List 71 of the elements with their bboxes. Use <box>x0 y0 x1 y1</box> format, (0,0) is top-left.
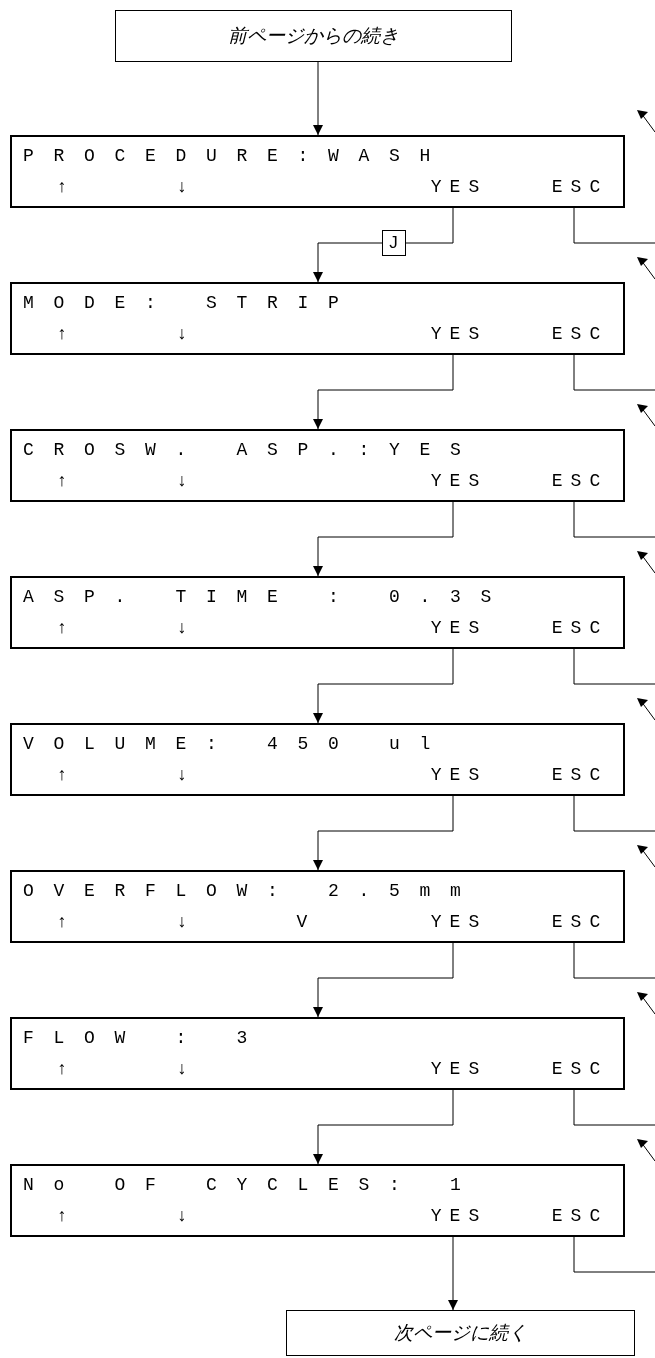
key-label: ↑ <box>56 1058 68 1081</box>
key-label: ↑ <box>56 1205 68 1228</box>
key-label: YES <box>430 1205 488 1228</box>
key-label: ESC <box>551 1058 609 1081</box>
lcd-display <box>10 135 625 208</box>
lcd-display <box>10 576 625 649</box>
key-label: ESC <box>551 617 609 640</box>
key-label: ESC <box>551 764 609 787</box>
key-label: ESC <box>551 323 609 346</box>
lcd-display <box>10 1164 625 1237</box>
key-label: ESC <box>551 911 609 934</box>
key-label: YES <box>430 617 488 640</box>
key-label: ↑ <box>56 911 68 934</box>
key-label: YES <box>430 470 488 493</box>
key-label: V <box>296 911 308 934</box>
connector-line <box>573 207 655 244</box>
arrow <box>313 354 454 430</box>
lcd-display <box>10 870 625 943</box>
display-text: FLOW : 3 <box>23 1027 267 1050</box>
continuation-box <box>286 1310 635 1356</box>
key-label: YES <box>430 911 488 934</box>
display-text: OVERFLOW: 2.5mm <box>23 880 481 903</box>
continuation-box <box>115 10 512 62</box>
key-label: ↑ <box>56 470 68 493</box>
lcd-display <box>10 723 625 796</box>
connector-line <box>573 354 655 391</box>
key-label: ↓ <box>176 617 188 640</box>
arrow <box>313 207 454 283</box>
key-label: YES <box>430 1058 488 1081</box>
key-label: ↑ <box>56 617 68 640</box>
key-label: ↑ <box>56 323 68 346</box>
arrow <box>313 648 454 724</box>
connector-line <box>573 648 655 685</box>
key-label: ↓ <box>176 911 188 934</box>
display-text: PROCEDURE:WASH <box>23 145 451 168</box>
connector-line <box>573 942 655 979</box>
key-label: ↓ <box>176 1205 188 1228</box>
continuation-text: 次ページに続く <box>394 1320 527 1345</box>
key-label: ↓ <box>176 176 188 199</box>
arrow <box>448 1236 458 1311</box>
lcd-display <box>10 282 625 355</box>
key-label: ESC <box>551 176 609 199</box>
connector-line <box>573 1089 655 1126</box>
key-label: ↓ <box>176 764 188 787</box>
lcd-display <box>10 429 625 502</box>
key-label: ESC <box>551 470 609 493</box>
key-label: YES <box>430 323 488 346</box>
display-text: CROSW. ASP.:YES <box>23 439 481 462</box>
display-text: ASP. TIME : 0.3S <box>23 586 512 609</box>
display-text: MODE: STRIP <box>23 292 359 315</box>
key-label: ESC <box>551 1205 609 1228</box>
key-label: YES <box>430 764 488 787</box>
display-text: No OF CYCLES: 1 <box>23 1174 481 1197</box>
key-label: ↑ <box>56 176 68 199</box>
key-label: ↓ <box>176 470 188 493</box>
arrow <box>313 795 454 871</box>
lcd-display <box>10 1017 625 1090</box>
connector-line <box>573 795 655 832</box>
connector-line <box>573 501 655 538</box>
connector-line <box>573 1236 655 1273</box>
key-label: YES <box>430 176 488 199</box>
arrow <box>313 61 323 136</box>
key-label: ↑ <box>56 764 68 787</box>
key-label: ↓ <box>176 1058 188 1081</box>
arrow <box>313 942 454 1018</box>
arrow <box>313 501 454 577</box>
key-label: ↓ <box>176 323 188 346</box>
arrow <box>313 1089 454 1165</box>
continuation-text: 前ページからの続き <box>228 23 399 48</box>
display-text: VOLUME: 450 ul <box>23 733 451 756</box>
edge-label: J <box>381 230 406 256</box>
